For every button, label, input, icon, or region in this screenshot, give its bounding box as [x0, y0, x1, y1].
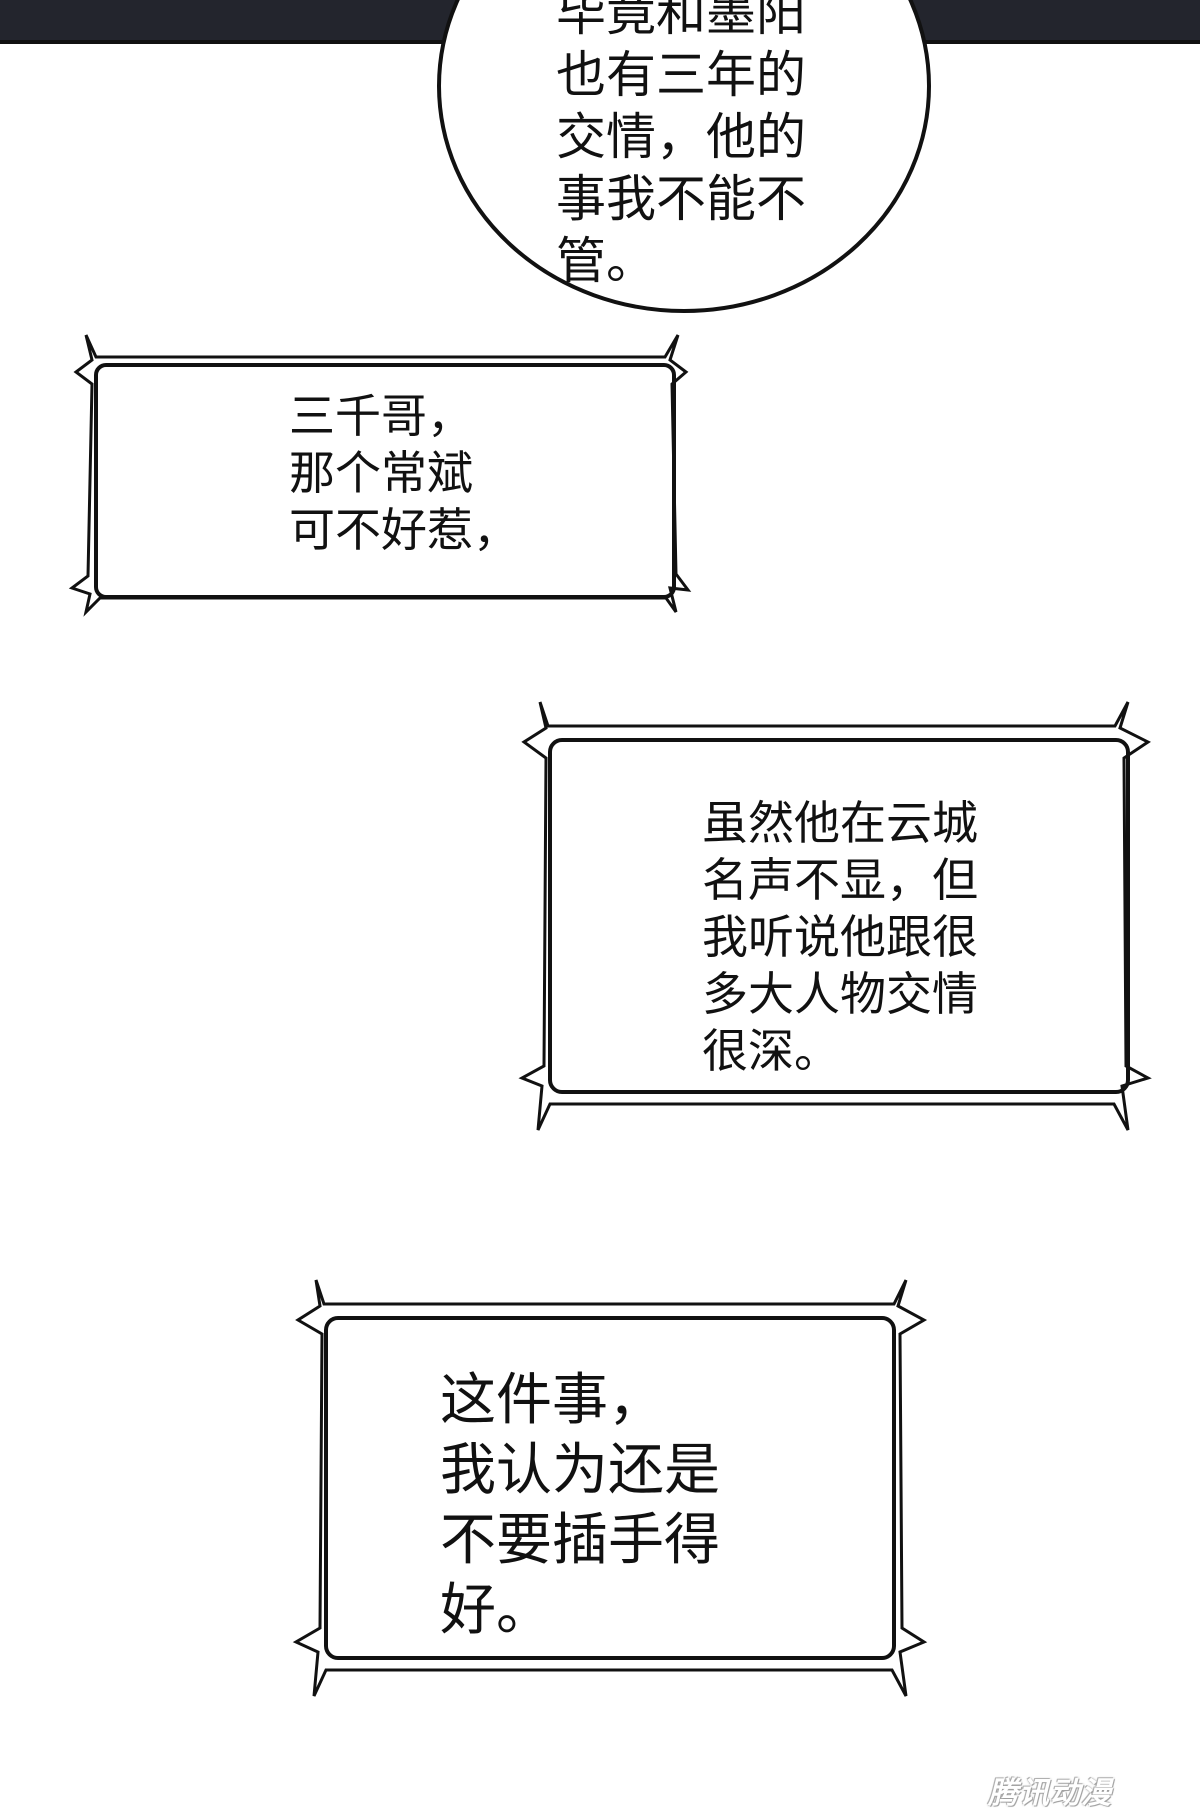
caption-box-2-text: 虽然他在云城 名声不显，但 我听说他跟很 多大人物交情 很深。 — [702, 796, 978, 1078]
caption-box-3-frame — [292, 1279, 928, 1697]
caption-box-1-frame — [68, 334, 692, 617]
watermark-logo: 腾讯动漫 — [988, 1776, 1112, 1811]
caption-box-3-text: 这件事， 我认为还是 不要插手得 好。 — [440, 1368, 720, 1643]
speech-bubble-text: 毕竟和墨阳 也有三年的 交情，他的 事我不能不 管。 — [556, 0, 806, 290]
caption-box-2-frame — [518, 701, 1152, 1131]
speech-bubble-shape — [437, 0, 931, 313]
caption-box-1-text: 三千哥， 那个常斌 可不好惹， — [289, 389, 519, 557]
